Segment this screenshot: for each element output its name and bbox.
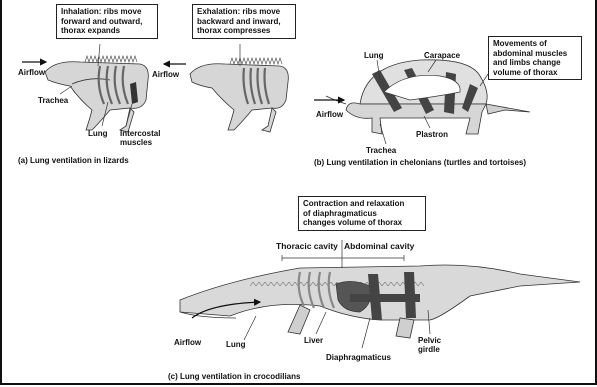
lung-label-a: Lung bbox=[88, 129, 108, 138]
trachea-label-b: Trachea bbox=[366, 146, 396, 155]
carapace-label: Carapace bbox=[424, 51, 460, 60]
intercostal-label: Intercostal muscles bbox=[120, 129, 160, 147]
liver-label: Liver bbox=[304, 336, 323, 345]
thoracic-cavity-label: Thoracic cavity bbox=[276, 242, 338, 251]
lizard-exhalation bbox=[190, 64, 288, 132]
trachea-label-a: Trachea bbox=[38, 96, 68, 105]
caption-b: (b) Lung ventilation in chelonians (turt… bbox=[314, 158, 526, 167]
airflow-label-b: Airflow bbox=[316, 110, 343, 119]
lung-label-c: Lung bbox=[226, 340, 246, 349]
inhalation-box: Inhalation: ribs move forward and outwar… bbox=[56, 4, 158, 39]
caption-c: (c) Lung ventilation in crocodilians bbox=[168, 372, 300, 381]
chelonian-note-box: Movements of abdominal muscles and limbs… bbox=[488, 36, 582, 80]
plastron-label: Plastron bbox=[416, 130, 448, 139]
exhalation-box: Exhalation: ribs move backward and inwar… bbox=[192, 4, 296, 39]
airflow-label-a2: Airflow bbox=[152, 70, 179, 79]
diaphragmaticus-label: Diaphragmaticus bbox=[326, 353, 391, 362]
airflow-label-a1: Airflow bbox=[18, 68, 45, 77]
caption-a: (a) Lung ventilation in lizards bbox=[18, 156, 129, 165]
lizard-1-spines bbox=[85, 56, 137, 62]
abdominal-cavity-label: Abdominal cavity bbox=[344, 242, 414, 251]
lung-label-b: Lung bbox=[364, 51, 384, 60]
pelvic-girdle-label: Pelvic girdle bbox=[418, 336, 441, 354]
airflow-label-c: Airflow bbox=[174, 338, 201, 347]
crocodilian-note-box: Contraction and relaxation of diaphragma… bbox=[298, 196, 426, 231]
